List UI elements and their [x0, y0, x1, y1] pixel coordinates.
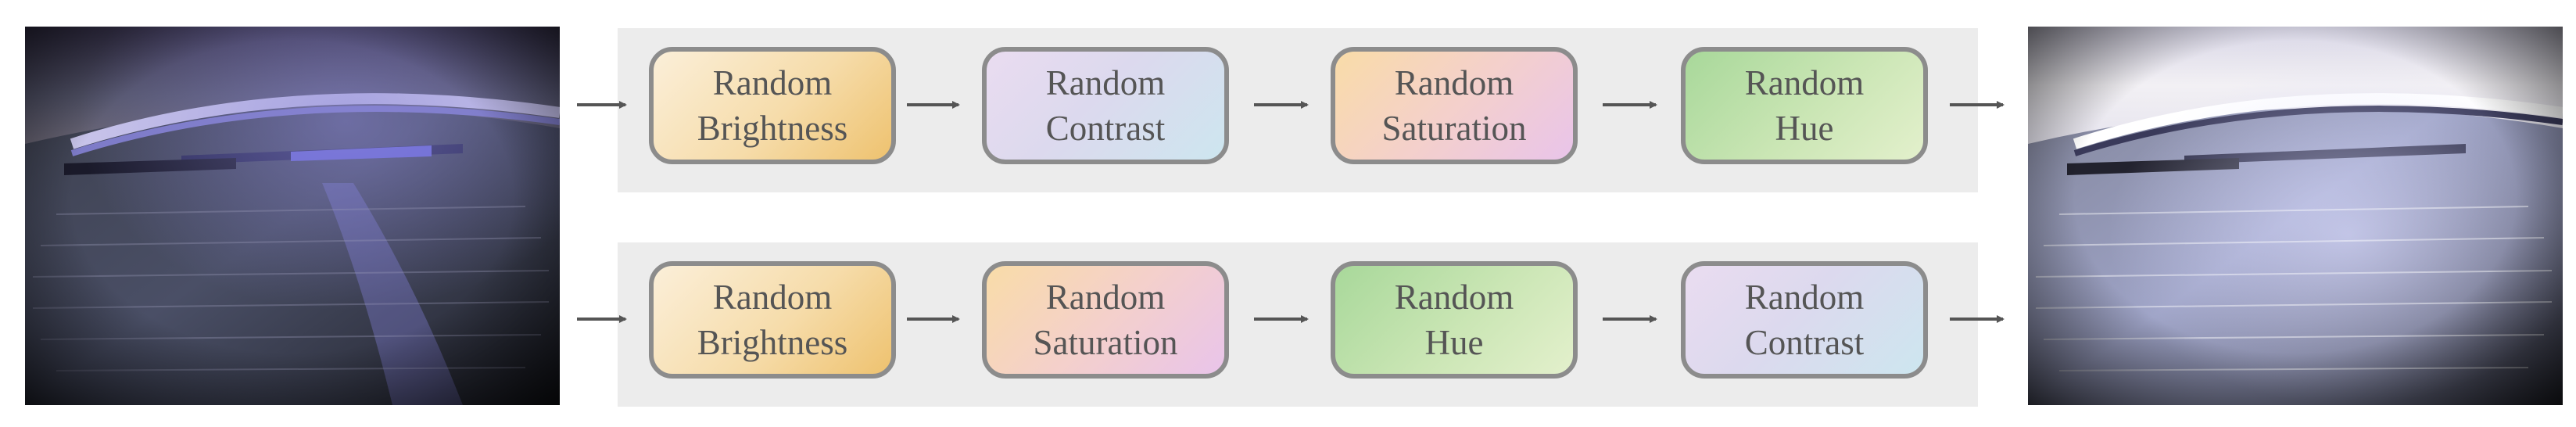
step-bottom-3: Random Hue: [1331, 261, 1578, 379]
step-bottom-2: Random Saturation: [982, 261, 1229, 379]
step-label-line1: Random: [1744, 63, 1865, 102]
step-label-line1: Random: [1394, 278, 1514, 317]
step-label-line2: Contrast: [1744, 323, 1865, 362]
step-label-line1: Random: [1394, 63, 1514, 102]
step-top-1: Random Brightness: [649, 47, 896, 164]
step-label-line2: Brightness: [697, 323, 848, 362]
step-label-line1: Random: [712, 63, 833, 102]
step-label-line1: Random: [1744, 278, 1865, 317]
step-top-2: Random Contrast: [982, 47, 1229, 164]
step-label-line2: Contrast: [1045, 109, 1166, 148]
step-top-3: Random Saturation: [1331, 47, 1578, 164]
step-bottom-4: Random Contrast: [1681, 261, 1928, 379]
step-label-line2: Saturation: [1033, 323, 1178, 362]
output-image: [2028, 27, 2563, 405]
input-image: [25, 27, 560, 405]
step-label-line1: Random: [1045, 63, 1166, 102]
step-label-line1: Random: [1045, 278, 1166, 317]
step-label-line2: Hue: [1775, 109, 1834, 148]
step-top-4: Random Hue: [1681, 47, 1928, 164]
step-label-line1: Random: [712, 278, 833, 317]
step-label-line2: Hue: [1424, 323, 1484, 362]
step-bottom-1: Random Brightness: [649, 261, 896, 379]
pipeline-panel-top: Random Brightness Random Contrast Random…: [618, 28, 1978, 192]
step-label-line2: Saturation: [1381, 109, 1527, 148]
pipeline-panel-bottom: Random Brightness Random Saturation Rand…: [618, 242, 1978, 407]
step-label-line2: Brightness: [697, 109, 848, 148]
